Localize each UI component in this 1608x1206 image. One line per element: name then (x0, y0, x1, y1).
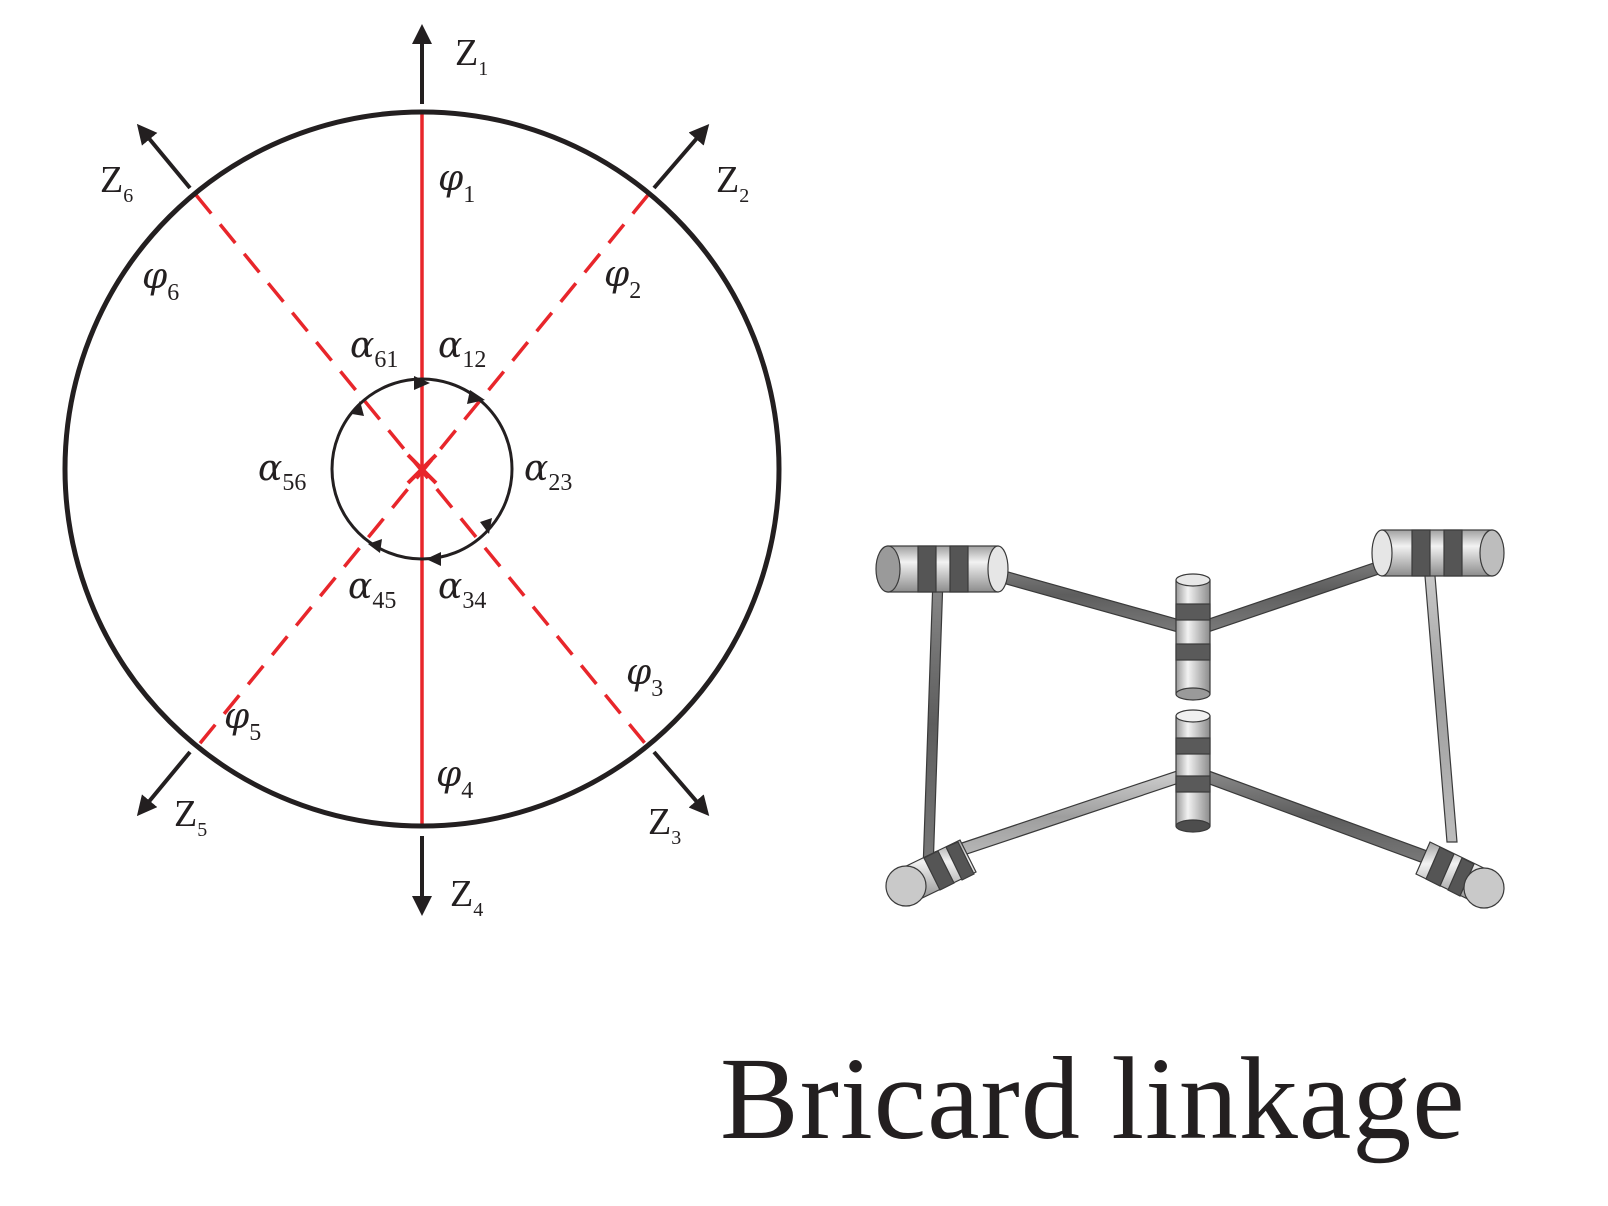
joint-cylinder-bottom-left (885, 839, 977, 907)
joint-cylinder-top-right (1371, 529, 1505, 577)
label-alpha12: α12 (438, 325, 486, 373)
rod-top-left-vertical (922, 577, 944, 871)
label-z3: Z3 (648, 801, 681, 849)
rod-top-right-vertical (1422, 551, 1458, 843)
twist-angle-circle (330, 377, 514, 561)
arrow-z2 (652, 123, 710, 190)
twist-angle-arrows (352, 376, 492, 566)
arrow-z5 (136, 750, 192, 817)
arrow-z6 (136, 123, 192, 190)
joint-cylinder-top-left (875, 545, 1009, 593)
figure-caption: Bricard linkage (720, 1033, 1466, 1164)
label-alpha45: α45 (348, 566, 396, 614)
joint-cylinder-bottom-right (1415, 841, 1505, 909)
center-cross (406, 453, 438, 485)
rod-bottom-left-to-center (934, 769, 1183, 865)
label-z4: Z4 (450, 873, 483, 921)
label-alpha56: α56 (258, 448, 306, 496)
joint-cylinder-center-bottom (1175, 709, 1211, 833)
label-phi2: φ2 (604, 254, 641, 304)
label-phi4: φ4 (436, 754, 473, 804)
label-z6: Z6 (100, 159, 133, 207)
label-alpha34: α34 (438, 566, 486, 614)
label-phi6: φ6 (142, 256, 179, 306)
label-phi1: φ1 (438, 158, 475, 208)
label-phi3: φ3 (626, 652, 663, 702)
label-z2: Z2 (716, 159, 749, 207)
label-phi5: φ5 (224, 696, 261, 746)
joint-cylinder-center-top (1175, 573, 1211, 701)
axis-arrows (136, 24, 710, 916)
schematic-diagram: Z1 Z2 Z3 Z4 Z5 Z6 φ1 φ2 φ3 φ4 φ5 (62, 24, 782, 921)
arrow-z3 (652, 750, 710, 817)
label-alpha61: α61 (350, 325, 398, 373)
linkage-3d-model (875, 529, 1505, 909)
rod-bottom-right-to-center (1203, 769, 1431, 865)
label-z1: Z1 (455, 32, 488, 80)
linkage-loop-circle (62, 109, 782, 829)
label-z5: Z5 (174, 793, 207, 841)
label-alpha23: α23 (524, 448, 572, 496)
